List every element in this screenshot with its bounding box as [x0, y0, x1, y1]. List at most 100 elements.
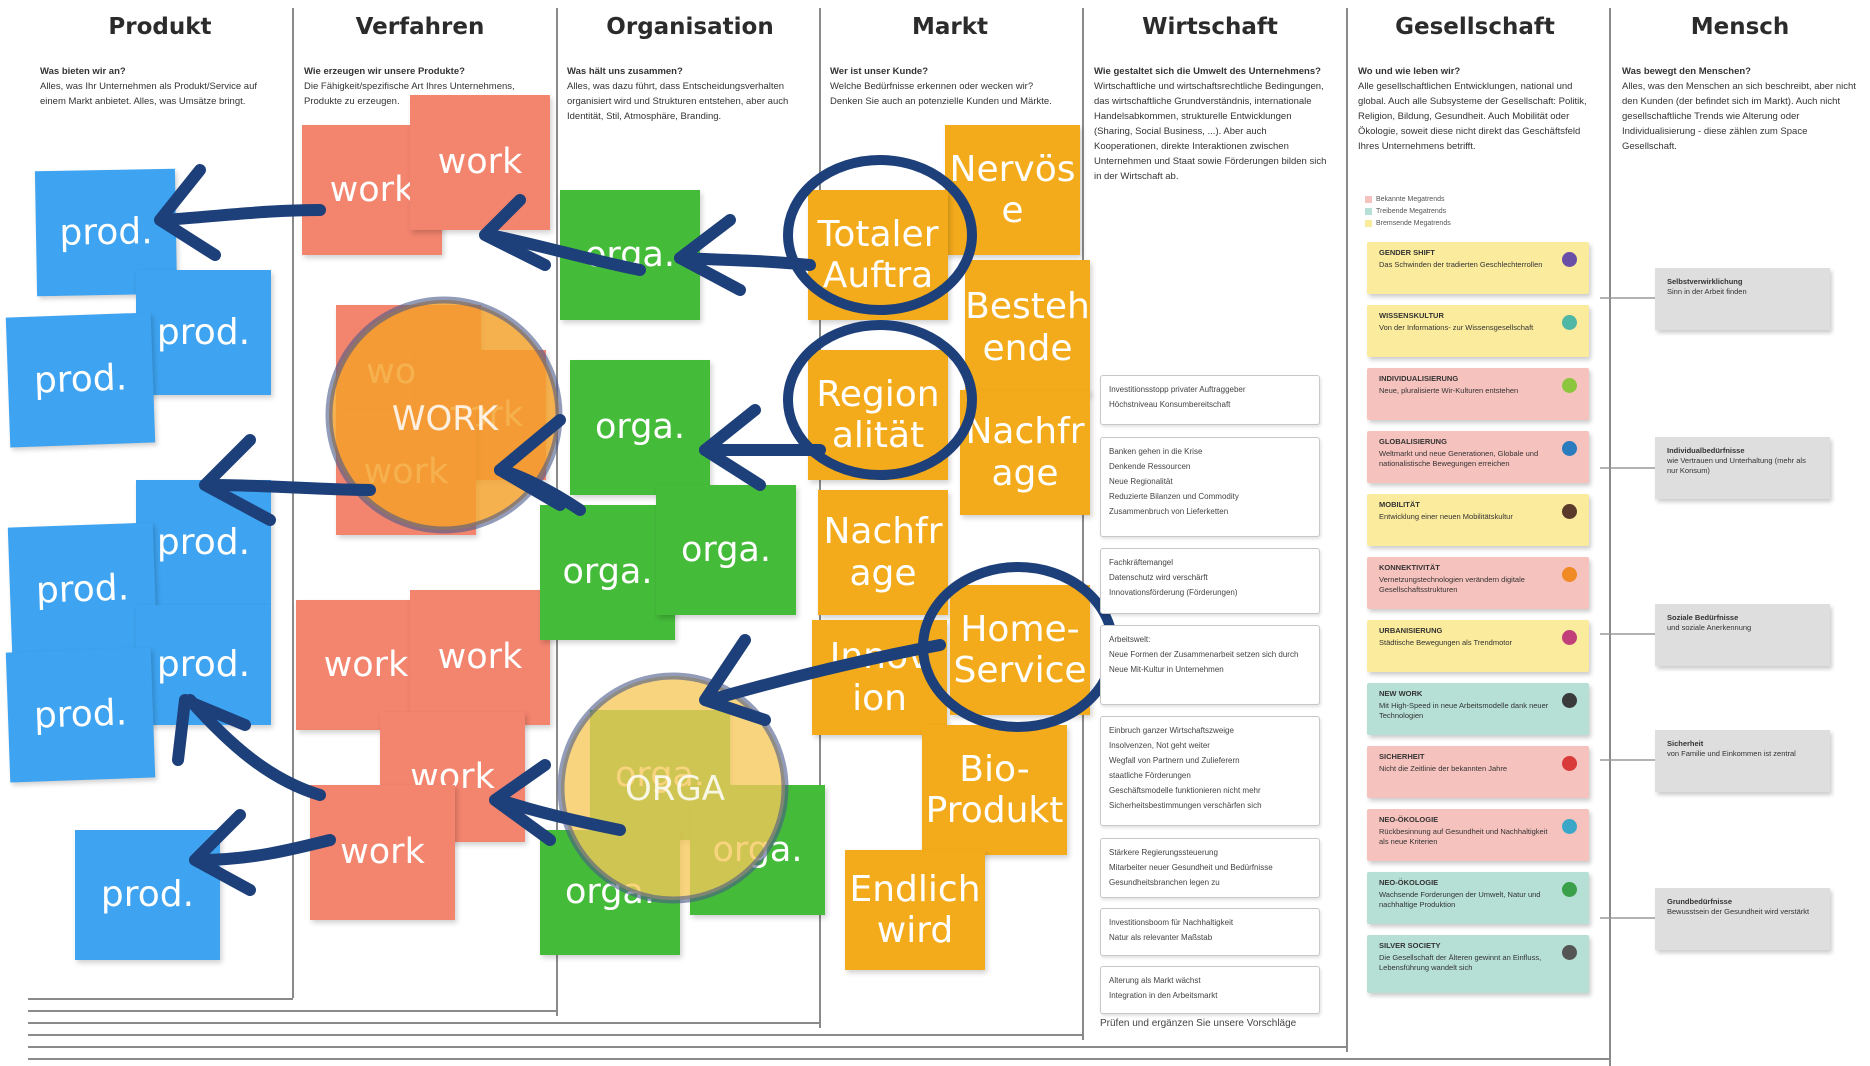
sticky-note-markt[interactable]: Nachfr age [960, 390, 1090, 515]
sticky-note-work[interactable]: work [410, 590, 550, 725]
sticky-note-markt[interactable]: Besteh ende [965, 260, 1090, 395]
column-title-markt: Markt [911, 14, 989, 40]
sticky-note-prod[interactable]: prod. [136, 270, 271, 395]
column-desc-wirtschaft: Wie gestaltet sich die Umwelt des Untern… [1094, 64, 1329, 184]
sticky-note-prod[interactable]: prod. [5, 312, 156, 448]
trend-card-wissenskultur[interactable]: WISSENSKULTUR Von der Informations- zur W… [1367, 305, 1589, 357]
sticky-note-orga[interactable]: orga. [540, 830, 680, 955]
sticky-note-orga[interactable]: orga. [570, 360, 710, 495]
sticky-note-markt[interactable]: Bio-Produkt [922, 725, 1067, 855]
sticky-note-orga[interactable]: orga. [560, 190, 700, 320]
trend-text: Die Gesellschaft der Älteren gewinnt an … [1379, 953, 1542, 972]
trend-text: Das Schwinden der tradierten Geschlechte… [1379, 260, 1543, 269]
trend-text: Von der Informations- zur Wissensgesells… [1379, 323, 1534, 332]
sticky-note-orga-circled[interactable]: ORGA [625, 769, 725, 810]
column-desc-gesellschaft: Wo und wie leben wir?Alle gesellschaftli… [1358, 64, 1593, 154]
sticky-note-prod[interactable]: prod. [5, 647, 156, 783]
sticky-note-prod[interactable]: prod. [136, 480, 271, 605]
trend-title: MOBILITÄT [1379, 500, 1420, 509]
question: Wer ist unser Kunde? [830, 66, 929, 77]
wirtschaft-card[interactable]: Arbeitswelt: Neue Formen der Zusammenarb… [1100, 625, 1320, 705]
card-line: Gesundheitsbranchen legen zu [1109, 878, 1220, 887]
trend-card-gender-shift[interactable]: GENDER SHIFT Das Schwinden der tradierten… [1367, 242, 1589, 294]
trend-title: WISSENSKULTUR [1379, 311, 1444, 320]
sticky-note-prod[interactable]: prod. [75, 830, 220, 960]
card-line: Insolvenzen, Not geht weiter [1109, 741, 1210, 750]
mensch-card-title: Selbstverwirklichung [1667, 277, 1743, 286]
sticky-note-markt[interactable]: Nachfr age [818, 490, 948, 615]
description: Alles, was dazu führt, dass Entscheidung… [567, 81, 789, 122]
space-boundary-line [28, 1010, 558, 1012]
wirtschaft-card[interactable]: Banken gehen in die Krise Denkende Resso… [1100, 437, 1320, 537]
sticky-note-prod[interactable]: prod. [136, 605, 271, 725]
trend-title: GENDER SHIFT [1379, 248, 1435, 257]
sticky-note-work[interactable]: work [410, 95, 550, 230]
sticky-note-orga[interactable]: orga. [540, 505, 675, 640]
sticky-note-work[interactable]: work [310, 785, 455, 920]
trend-text: Mit High-Speed in neue Arbeitsmodelle da… [1379, 701, 1549, 720]
wirtschaft-card[interactable]: Einbruch ganzer Wirtschaftszweige Insolv… [1100, 716, 1320, 826]
trend-text: Neue, pluralisierte Wir-Kulturen entsteh… [1379, 386, 1519, 395]
sticky-note-orga[interactable]: orga. [656, 485, 796, 615]
trend-title: URBANISIERUNG [1379, 626, 1443, 635]
description: Welche Bedürfnisse erkennen oder wecken … [830, 81, 1052, 107]
trend-icon [1562, 630, 1577, 645]
question: Was hält uns zusammen? [567, 66, 683, 77]
sticky-note-prod[interactable]: prod. [7, 522, 158, 658]
sticky-note-work-circled[interactable]: WORK [391, 399, 499, 440]
card-line: Stärkere Regierungssteuerung [1109, 848, 1218, 857]
question: Was bewegt den Menschen? [1622, 66, 1751, 77]
wirtschaft-card[interactable]: Fachkräftemangel Datenschutz wird versch… [1100, 548, 1320, 614]
trend-card-sicherheit[interactable]: SICHERHEIT Nicht die Zeitlinie der bekann… [1367, 746, 1589, 798]
wirtschaft-card[interactable]: Alterung als Markt wächst Integration in… [1100, 966, 1320, 1014]
trend-title: KONNEKTIVITÄT [1379, 563, 1440, 572]
wirtschaft-card[interactable]: Investitionsboom für Nachhaltigkeit Natu… [1100, 908, 1320, 956]
trend-text: Nicht die Zeitlinie der bekannten Jahre [1379, 764, 1507, 773]
description: Alle gesellschaftlichen Entwicklungen, n… [1358, 81, 1587, 152]
sticky-note-markt[interactable]: Nervös e [945, 125, 1080, 255]
description: Alles, was den Menschen an sich beschrei… [1622, 81, 1856, 152]
mensch-card-text: von Familie und Einkommen ist zentral [1667, 749, 1796, 758]
column-divider [1609, 8, 1611, 1066]
trend-icon [1562, 882, 1577, 897]
space-boundary-line [28, 1022, 821, 1024]
sticky-note-markt[interactable]: Endlich wird [845, 850, 985, 970]
trend-title: SICHERHEIT [1379, 752, 1425, 761]
mensch-card-title: Soziale Bedürfnisse [1667, 613, 1739, 622]
column-title-organisation: Organisation [606, 14, 774, 40]
sticky-note-markt[interactable]: Region alität [808, 350, 948, 480]
card-line: Zusammenbruch von Lieferketten [1109, 507, 1229, 516]
wirtschaft-footer: Prüfen und ergänzen Sie unsere Vorschläg… [1100, 1018, 1297, 1029]
trend-title: GLOBALISIERUNG [1379, 437, 1447, 446]
space-boundary-line [28, 998, 293, 1000]
column-title-gesellschaft: Gesellschaft [1395, 14, 1555, 40]
card-line: Neue Regionalität [1109, 477, 1173, 486]
card-line: Wegfall von Partnern und Zulieferern [1109, 756, 1240, 765]
wirtschaft-card[interactable]: Investitionsstopp privater Auftraggeber … [1100, 375, 1320, 425]
sticky-note-markt[interactable]: Totaler Auftra [808, 190, 948, 320]
column-desc-verfahren: Wie erzeugen wir unsere Produkte?Die Fäh… [304, 64, 544, 109]
sticky-note-markt[interactable]: Innov ion [812, 620, 947, 735]
wirtschaft-card[interactable]: Stärkere Regierungssteuerung Mitarbeiter… [1100, 838, 1320, 898]
column-title-mensch: Mensch [1690, 14, 1790, 40]
legend-item: Treibende Megatrends [1365, 206, 1451, 218]
card-line: Datenschutz wird verschärft [1109, 573, 1208, 582]
question: Wie gestaltet sich die Umwelt des Untern… [1094, 66, 1321, 77]
card-line: Fachkräftemangel [1109, 558, 1174, 567]
sticky-note-markt[interactable]: Home-Service [950, 585, 1090, 715]
legend-swatch [1365, 195, 1372, 203]
